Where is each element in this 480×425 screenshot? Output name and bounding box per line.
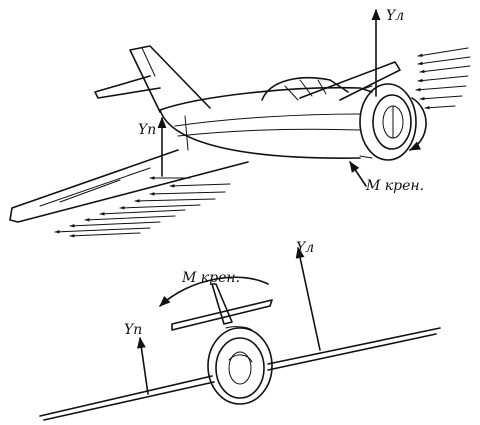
front-wing — [39, 327, 441, 417]
lift-arrow-right-bottom — [295, 246, 321, 351]
front-tailplane — [171, 299, 273, 331]
airflow-lines-wing — [54, 176, 231, 238]
lift-label-right-bottom: Yл — [296, 240, 314, 256]
horizontal-stabilizer — [94, 75, 161, 99]
roll-moment-label-bottom: M крен. — [181, 270, 240, 286]
left-wing — [9, 149, 249, 223]
top-aircraft-view: Yл Yп M крен. — [9, 8, 471, 238]
roll-moment-arrow-top — [408, 97, 427, 151]
roll-moment-label-top: M крен. — [365, 178, 424, 194]
right-wing — [299, 61, 401, 101]
roll-moment-arrow-bottom — [159, 276, 269, 307]
lift-label-left-bottom: Yп — [124, 322, 142, 338]
canopy — [261, 77, 349, 101]
front-tail-fin — [211, 283, 233, 325]
tail-fin — [129, 45, 211, 113]
nose-intake — [359, 83, 417, 161]
lift-arrow-left-bottom — [136, 336, 149, 395]
bottom-front-view: Yл Yп M крен. — [39, 240, 441, 421]
airflow-lines-nose — [415, 47, 471, 110]
front-fuselage — [207, 326, 273, 405]
roll-moment-pointer — [349, 161, 367, 187]
lift-label-left-top: Yп — [138, 122, 156, 138]
lift-label-right-top: Yл — [386, 8, 404, 24]
fuselage — [159, 86, 373, 159]
